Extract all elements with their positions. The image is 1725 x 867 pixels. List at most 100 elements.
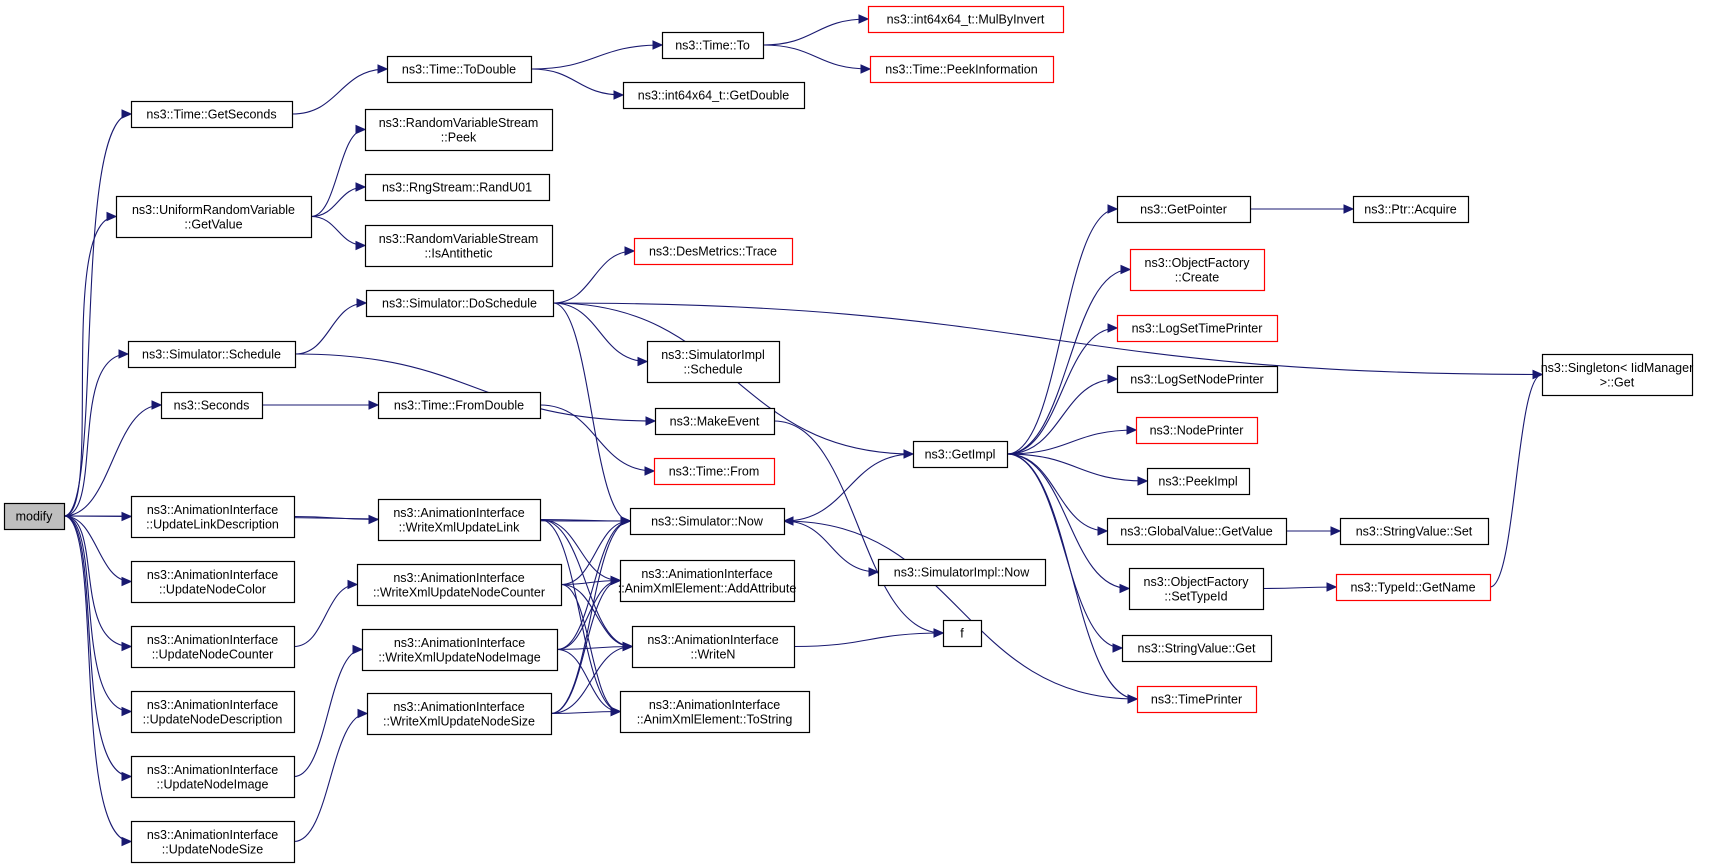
edge-updateNodeSize-to-writeXmlUpdateNodeSize [293,712,368,843]
node-getPointer[interactable]: ns3::GetPointer [1116,195,1252,224]
edge-getImpl-to-nodePrinter [1006,429,1137,455]
node-box-getSeconds [130,100,294,129]
node-updateNodeSize[interactable]: ns3::AnimationInterface::UpdateNodeSize [130,820,296,864]
node-implNow[interactable]: ns3::SimulatorImpl::Now [877,558,1047,587]
node-label-writeXmlUpdateLink-1: ::WriteXmlUpdateLink [399,520,520,534]
node-mulByInvert[interactable]: ns3::int64x64_t::MulByInvert [867,5,1065,34]
node-updateNodeCounter[interactable]: ns3::AnimationInterface::UpdateNodeCount… [130,625,296,669]
node-label-fromDouble-0: ns3::Time::FromDouble [394,399,524,413]
arrowhead-getImpl-to-peekImpl [1137,476,1149,486]
edge-getImpl-to-globalGetValue [1006,453,1108,532]
node-isAntithetic[interactable]: ns3::RandomVariableStream::IsAntithetic [364,224,554,268]
node-setTypeId[interactable]: ns3::ObjectFactory::SetTypeId [1128,567,1265,611]
node-getSeconds[interactable]: ns3::Time::GetSeconds [130,100,294,129]
node-stringValueGet[interactable]: ns3::StringValue::Get [1121,634,1273,663]
node-label-simNow-0: ns3::Simulator::Now [651,515,764,529]
node-label-stringValueGet-0: ns3::StringValue::Get [1138,642,1256,656]
node-box-implSchedule [646,340,781,384]
node-box-desTrace [633,237,794,266]
edge-writeXmlUpdateNodeSize-to-addAttribute [550,579,621,715]
node-ptrAcquire[interactable]: ns3::Ptr::Acquire [1352,195,1470,224]
edge-toDouble-to-timeTo [530,44,663,70]
node-addAttribute[interactable]: ns3::AnimationInterface::AnimXmlElement:… [618,559,797,603]
node-simNow[interactable]: ns3::Simulator::Now [629,507,786,536]
arrowhead-updateLinkDesc-to-writeXmlUpdateLink [368,514,380,525]
node-singletonGet[interactable]: ns3::Singleton< IidManager >::Get [1541,353,1694,397]
edge-getImpl-to-logSetTimePrinter [1006,327,1118,455]
node-globalGetValue[interactable]: ns3::GlobalValue::GetValue [1106,517,1288,546]
arrowhead-globalGetValue-to-stringValueSet [1330,526,1342,536]
node-label-updateNodeDesc-0: ns3::AnimationInterface [147,698,278,712]
node-modify[interactable]: modify [3,502,66,531]
node-label-typeIdGetName-0: ns3::TypeId::GetName [1350,581,1475,595]
node-label-isAntithetic-0: ns3::RandomVariableStream [379,232,539,246]
node-box-writeN [631,625,796,669]
node-label-nodePrinter-0: ns3::NodePrinter [1150,424,1244,438]
node-implSchedule[interactable]: ns3::SimulatorImpl::Schedule [646,340,781,384]
edge-modify-to-getSeconds [63,113,132,517]
node-label-desTrace-0: ns3::DesMetrics::Trace [649,245,777,259]
node-getDouble[interactable]: ns3::int64x64_t::GetDouble [622,81,806,110]
node-box-peekInformation [869,55,1055,84]
node-peekImpl[interactable]: ns3::PeekImpl [1146,467,1251,496]
node-fromDouble[interactable]: ns3::Time::FromDouble [377,391,542,420]
node-box-updateNodeSize [130,820,296,864]
node-updateNodeColor[interactable]: ns3::AnimationInterface::UpdateNodeColor [130,560,296,604]
node-toDouble[interactable]: ns3::Time::ToDouble [386,55,533,84]
node-uniformGetValue[interactable]: ns3::UniformRandomVariable::GetValue [115,195,313,239]
arrowhead-seconds-to-fromDouble [368,400,380,410]
node-typeIdGetName[interactable]: ns3::TypeId::GetName [1335,573,1492,602]
node-writeXmlUpdateNodeCounter[interactable]: ns3::AnimationInterface::WriteXmlUpdateN… [356,563,563,607]
node-peekInformation[interactable]: ns3::Time::PeekInformation [869,55,1055,84]
node-writeXmlUpdateLink[interactable]: ns3::AnimationInterface::WriteXmlUpdateL… [377,498,542,542]
node-logSetTimePrinter[interactable]: ns3::LogSetTimePrinter [1116,314,1279,343]
node-label-mulByInvert-0: ns3::int64x64_t::MulByInvert [887,13,1045,27]
node-desTrace[interactable]: ns3::DesMetrics::Trace [633,237,794,266]
node-label-singletonGet-0: ns3::Singleton< IidManager [1541,361,1694,375]
node-label-peekInformation-0: ns3::Time::PeekInformation [885,63,1037,77]
node-nodePrinter[interactable]: ns3::NodePrinter [1135,416,1259,445]
arrowhead-getImpl-to-logSetNodePrinter [1107,374,1119,384]
node-label-updateNodeSize-0: ns3::AnimationInterface [147,828,278,842]
node-box-doSchedule [365,289,555,318]
node-timePrinter[interactable]: ns3::TimePrinter [1136,685,1258,714]
node-writeXmlUpdateNodeImage[interactable]: ns3::AnimationInterface::WriteXmlUpdateN… [361,628,559,672]
edge-getImpl-to-simNow [783,453,914,522]
node-box-updateNodeCounter [130,625,296,669]
node-timeTo[interactable]: ns3::Time::To [661,31,765,60]
node-seconds[interactable]: ns3::Seconds [160,391,264,420]
edge-doSchedule-to-implSchedule [552,302,648,363]
node-stringValueSet[interactable]: ns3::StringValue::Set [1339,517,1490,546]
node-toString[interactable]: ns3::AnimationInterface::AnimXmlElement:… [619,690,811,734]
node-logSetNodePrinter[interactable]: ns3::LogSetNodePrinter [1116,365,1279,394]
node-randU01[interactable]: ns3::RngStream::RandU01 [364,173,551,202]
node-box-toString [619,690,811,734]
node-makeEvent[interactable]: ns3::MakeEvent [654,407,776,436]
arrowhead-getPointer-to-ptrAcquire [1343,204,1355,214]
node-fnF[interactable]: f [942,619,983,648]
node-getImpl[interactable]: ns3::GetImpl [912,440,1009,469]
arrowhead-modify-to-updateNodeImage [121,771,133,782]
edge-getImpl-to-timePrinter [1006,453,1138,700]
node-box-timeFrom [653,457,776,486]
node-simSchedule[interactable]: ns3::Simulator::Schedule [127,340,297,369]
node-updateLinkDesc[interactable]: ns3::AnimationInterface::UpdateLinkDescr… [130,495,296,539]
node-writeXmlUpdateNodeSize[interactable]: ns3::AnimationInterface::WriteXmlUpdateN… [366,692,553,736]
arrowhead-getImpl-to-nodePrinter [1126,425,1138,435]
arrowhead-uniformGetValue-to-rvsPeek [355,124,367,135]
node-label-implNow-0: ns3::SimulatorImpl::Now [894,566,1030,580]
node-box-toDouble [386,55,533,84]
node-updateNodeImage[interactable]: ns3::AnimationInterface::UpdateNodeImage [130,755,296,799]
node-label-updateNodeColor-1: ::UpdateNodeColor [159,582,266,596]
arrowhead-simSchedule-to-doSchedule [356,298,368,308]
node-doSchedule[interactable]: ns3::Simulator::DoSchedule [365,289,555,318]
node-label-timeTo-0: ns3::Time::To [675,39,750,53]
node-updateNodeDesc[interactable]: ns3::AnimationInterface::UpdateNodeDescr… [130,690,296,734]
node-box-simNow [629,507,786,536]
node-timeFrom[interactable]: ns3::Time::From [653,457,776,486]
edge-getImpl-to-setTypeId [1006,453,1130,590]
node-label-logSetNodePrinter-0: ns3::LogSetNodePrinter [1130,373,1263,387]
node-ofCreate[interactable]: ns3::ObjectFactory::Create [1129,248,1266,292]
node-writeN[interactable]: ns3::AnimationInterface::WriteN [631,625,796,669]
node-rvsPeek[interactable]: ns3::RandomVariableStream::Peek [364,108,554,152]
